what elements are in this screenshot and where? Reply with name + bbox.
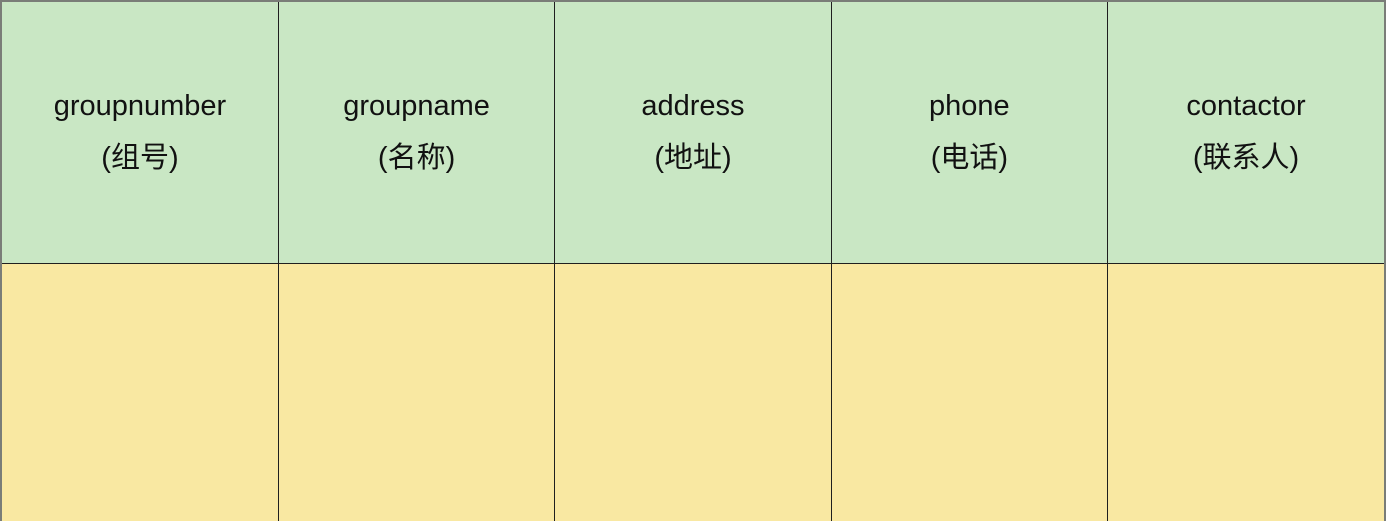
header-cell-groupnumber[interactable]: groupnumber (组号) xyxy=(2,2,279,264)
header-label-contactor: contactor (联系人) xyxy=(1108,88,1384,177)
header-cell-phone[interactable]: phone (电话) xyxy=(830,2,1109,264)
header-label-groupname: groupname (名称) xyxy=(279,88,554,177)
empty-data-row xyxy=(2,262,1384,521)
body-cell-groupnumber[interactable] xyxy=(2,262,279,521)
body-cell-groupname[interactable] xyxy=(277,262,556,521)
header-cell-address[interactable]: address (地址) xyxy=(554,2,832,264)
header-label-groupnumber: groupnumber (组号) xyxy=(2,88,278,177)
header-label-zh: (组号) xyxy=(101,142,179,175)
header-cell-groupname[interactable]: groupname (名称) xyxy=(277,2,556,264)
header-label-zh: (电话) xyxy=(930,142,1009,175)
header-label-zh: (名称) xyxy=(377,142,456,175)
body-cell-contactor[interactable] xyxy=(1107,262,1384,521)
body-cell-phone[interactable] xyxy=(830,262,1109,521)
body-cell-address[interactable] xyxy=(554,262,832,521)
header-label-address: address (地址) xyxy=(555,88,830,177)
header-label-en: groupname xyxy=(343,90,490,122)
header-cell-contactor[interactable]: contactor (联系人) xyxy=(1107,2,1384,264)
header-label-phone: phone (电话) xyxy=(832,88,1107,177)
header-label-en: contactor xyxy=(1186,90,1306,122)
header-label-en: address xyxy=(641,90,745,122)
header-label-en: phone xyxy=(929,90,1010,122)
header-label-en: groupnumber xyxy=(53,90,227,122)
header-label-zh: (地址) xyxy=(654,142,732,175)
header-label-zh: (联系人) xyxy=(1192,142,1300,175)
header-row: groupnumber (组号) groupname (名称) address … xyxy=(2,2,1384,264)
